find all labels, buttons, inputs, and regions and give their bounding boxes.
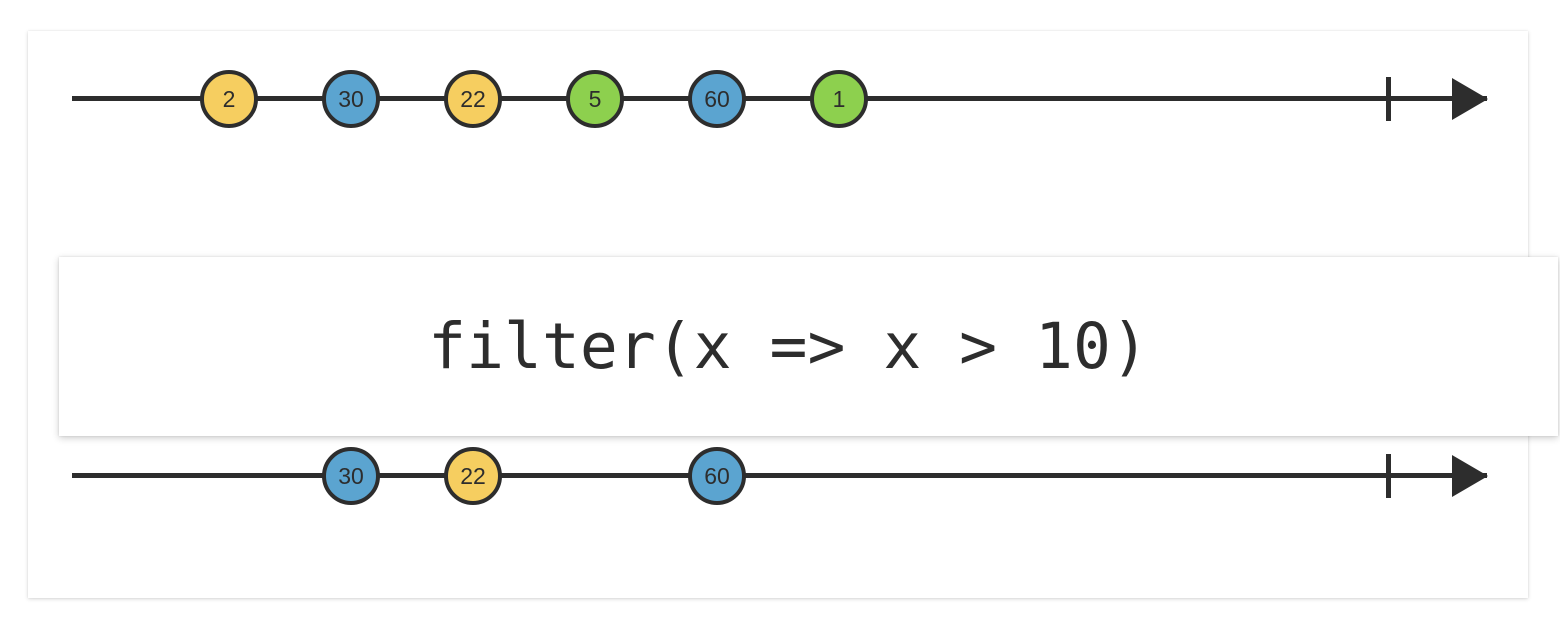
output-arrow-head-icon — [1452, 455, 1488, 497]
marble[interactable]: 22 — [444, 70, 502, 128]
output-completion-tick-icon — [1386, 454, 1391, 498]
marble-diagram-card: 2 30 22 5 60 1 filter(x => x > 10) 30 22 60 — [28, 31, 1558, 598]
marble-value: 60 — [704, 462, 730, 489]
marble[interactable]: 30 — [322, 70, 380, 128]
marble-value: 5 — [588, 85, 602, 112]
input-timeline: 2 30 22 5 60 1 — [28, 39, 1528, 159]
marble-value: 1 — [832, 85, 846, 112]
marble[interactable]: 5 — [566, 70, 624, 128]
output-timeline: 30 22 60 — [28, 416, 1528, 536]
marble-value: 22 — [460, 462, 486, 489]
marble[interactable]: 22 — [444, 447, 502, 505]
marble-value: 30 — [338, 462, 364, 489]
marble[interactable]: 1 — [810, 70, 868, 128]
input-timeline-axis — [72, 96, 1487, 101]
input-arrow-head-icon — [1452, 78, 1488, 120]
marble-value: 22 — [460, 85, 486, 112]
marble[interactable]: 60 — [688, 447, 746, 505]
marble[interactable]: 2 — [200, 70, 258, 128]
marble[interactable]: 60 — [688, 70, 746, 128]
operator-panel[interactable]: filter(x => x > 10) — [59, 257, 1558, 436]
marble[interactable]: 30 — [322, 447, 380, 505]
input-completion-tick-icon — [1386, 77, 1391, 121]
marble-value: 30 — [338, 85, 364, 112]
output-timeline-axis — [72, 473, 1487, 478]
marble-value: 2 — [222, 85, 236, 112]
marble-value: 60 — [704, 85, 730, 112]
operator-label: filter(x => x > 10) — [428, 310, 1149, 383]
